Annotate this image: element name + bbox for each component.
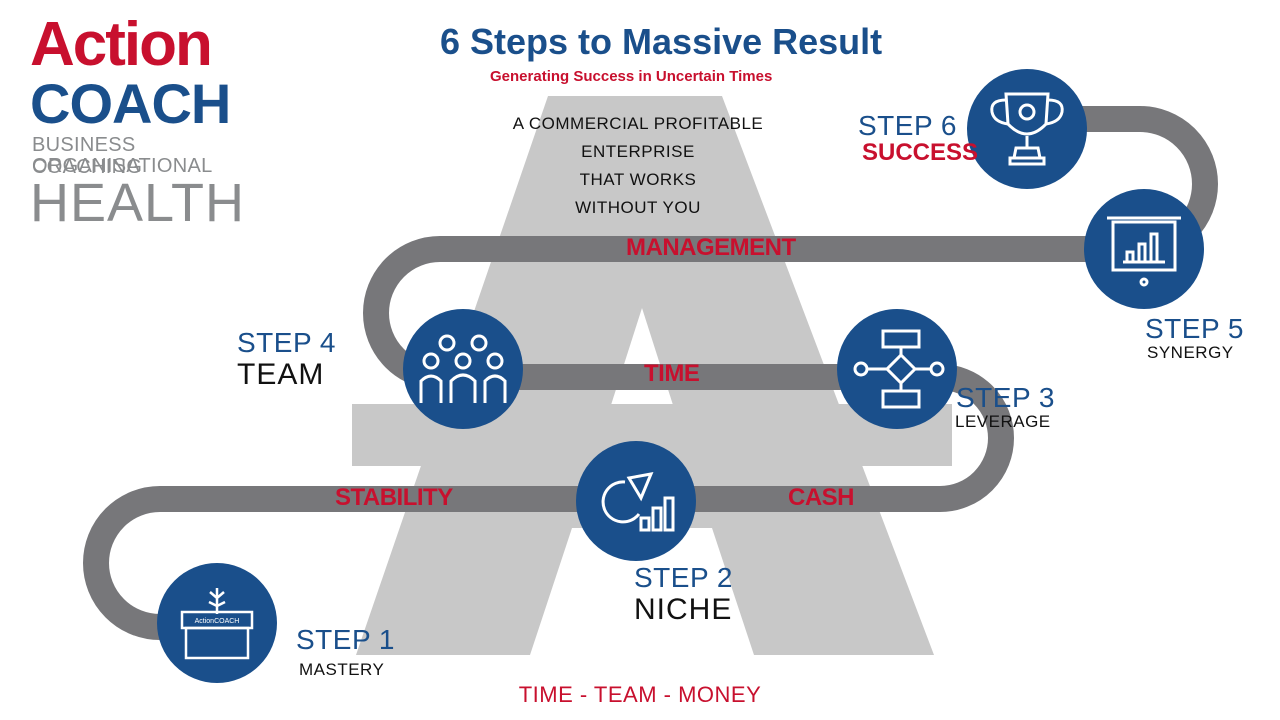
logo-line-3: HEALTH xyxy=(30,173,246,233)
road-label-time: TIME xyxy=(644,360,700,387)
step-5-number: STEP 5 xyxy=(1145,313,1244,344)
flowchart-icon xyxy=(853,329,945,409)
footer-tagline: TIME - TEAM - MONEY xyxy=(518,682,762,707)
presentation-icon xyxy=(1107,216,1181,287)
step-2-name: NICHE xyxy=(634,593,733,626)
page-title: 6 Steps to Massive Result xyxy=(440,21,883,62)
logo-action-text: Action xyxy=(30,10,213,79)
step-2-circle xyxy=(576,441,696,561)
step-6-number: STEP 6 xyxy=(858,110,957,141)
step-4-name: TEAM xyxy=(237,358,325,391)
road-label-management: MANAGEMENT xyxy=(626,234,796,261)
store-sign-text: ActionCOACH xyxy=(195,618,240,625)
people-icon xyxy=(419,334,507,403)
step-5-name: SYNERGY xyxy=(1147,343,1234,362)
step-1-number: STEP 1 xyxy=(296,624,395,655)
storefront-icon: ActionCOACH xyxy=(180,588,254,660)
step-4-circle xyxy=(403,309,523,429)
road-label-stability: STABILITY xyxy=(335,484,453,511)
step-2-number: STEP 2 xyxy=(634,562,733,593)
chart-growth-icon xyxy=(601,472,675,532)
step-4-number: STEP 4 xyxy=(237,327,336,358)
step-6-circle xyxy=(967,69,1087,189)
logo-line-1: BUSINESS COACHING xyxy=(32,134,143,178)
road-label-cash: CASH xyxy=(788,484,855,511)
page-subtitle: Generating Success in Uncertain Times xyxy=(490,68,773,85)
step-5-circle xyxy=(1084,189,1204,309)
step-1-circle: ActionCOACH xyxy=(157,563,277,683)
logo-coach-text: COACH xyxy=(30,72,231,135)
step-3-circle xyxy=(837,309,957,429)
trophy-icon xyxy=(990,92,1064,166)
step-1-name: MASTERY xyxy=(299,660,385,679)
logo-line-2: ORGANISATIONAL xyxy=(32,155,213,177)
step-3-number: STEP 3 xyxy=(956,382,1055,413)
step-3-name: LEVERAGE xyxy=(955,412,1051,431)
goal-statement: A COMMERCIAL PROFITABLE ENTERPRISE THAT … xyxy=(512,114,764,217)
step-6-name: SUCCESS xyxy=(862,139,979,166)
